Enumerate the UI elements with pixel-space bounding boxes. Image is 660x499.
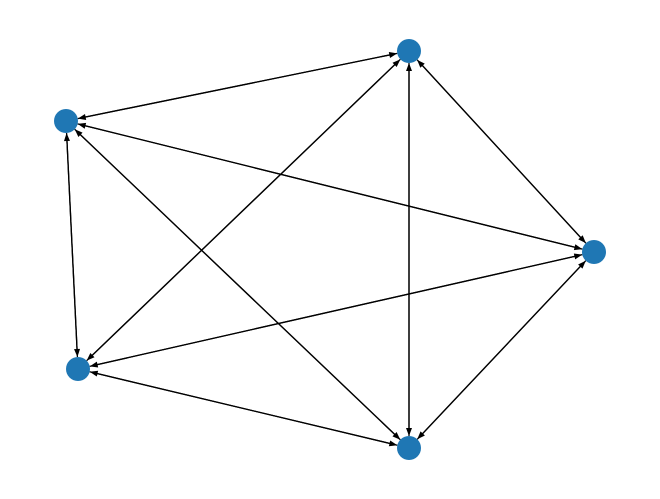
edge-1-0 bbox=[77, 53, 392, 120]
graph-node-1 bbox=[54, 109, 78, 133]
edge-4-1 bbox=[78, 132, 401, 441]
arrowhead-icon bbox=[77, 122, 87, 129]
edge-3-0 bbox=[86, 63, 397, 362]
edge-3-2 bbox=[89, 255, 577, 367]
graph-node-3 bbox=[66, 357, 90, 381]
graph-node-4 bbox=[397, 436, 421, 460]
graph-node-2 bbox=[582, 240, 606, 264]
arrowhead-icon bbox=[578, 260, 586, 269]
arrowhead-icon bbox=[63, 132, 70, 142]
arrowhead-icon bbox=[406, 63, 412, 71]
arrowhead-icon bbox=[392, 59, 401, 68]
edge-4-3 bbox=[95, 372, 398, 446]
edge-2-1 bbox=[83, 124, 583, 250]
arrowhead-icon bbox=[89, 370, 99, 377]
edge-4-2 bbox=[416, 264, 583, 440]
edges-layer bbox=[63, 52, 587, 447]
nodes-layer bbox=[54, 39, 606, 460]
edge-3-1 bbox=[66, 138, 79, 358]
arrowhead-icon bbox=[417, 59, 425, 68]
arrowhead-icon bbox=[573, 253, 583, 260]
arrowhead-icon bbox=[388, 52, 398, 58]
arrowhead-icon bbox=[74, 129, 83, 137]
edge-2-0 bbox=[420, 63, 587, 244]
graph-node-0 bbox=[397, 39, 421, 63]
